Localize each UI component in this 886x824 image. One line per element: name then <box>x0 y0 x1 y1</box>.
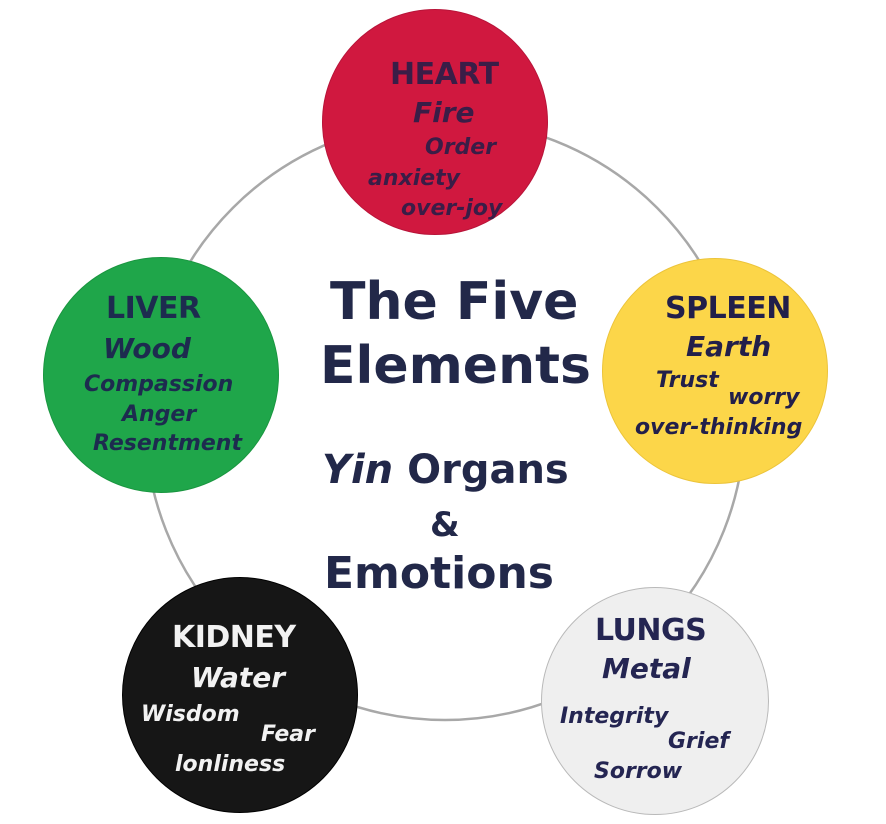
lungs-organ-label: LUNGS <box>595 613 707 648</box>
liver-node: LIVER Wood Compassion Anger Resentment <box>43 257 279 493</box>
subtitle-yin-organs: Yin Organs <box>322 450 569 490</box>
heart-element-label: Fire <box>413 96 475 129</box>
title-line-1: The Five <box>330 272 579 332</box>
heart-emotion-2: anxiety <box>368 166 461 191</box>
subtitle-ampersand: & <box>430 505 460 545</box>
subtitle-emotions: Emotions <box>324 548 554 599</box>
kidney-emotion-2: Fear <box>261 722 315 747</box>
spleen-emotion-2: worry <box>728 385 800 410</box>
lungs-element-label: Metal <box>602 652 691 685</box>
kidney-organ-label: KIDNEY <box>172 620 296 655</box>
spleen-node: SPLEEN Earth Trust worry over-thinking <box>602 258 828 484</box>
liver-emotion-2: Anger <box>122 402 197 427</box>
heart-emotion-3: over-joy <box>401 196 503 221</box>
liver-organ-label: LIVER <box>106 291 201 326</box>
liver-element-label: Wood <box>103 332 191 365</box>
subtitle-organs: Organs <box>407 447 569 493</box>
title-line-2: Elements <box>320 336 591 396</box>
spleen-emotion-3: over-thinking <box>635 415 803 440</box>
lungs-emotion-1: Integrity <box>560 704 669 729</box>
kidney-emotion-1: Wisdom <box>141 702 240 727</box>
kidney-element-label: Water <box>191 661 286 694</box>
heart-node: HEART Fire Order anxiety over-joy <box>322 9 548 235</box>
lungs-emotion-2: Grief <box>668 729 729 754</box>
heart-emotion-1: Order <box>425 135 497 160</box>
spleen-element-label: Earth <box>686 330 772 363</box>
subtitle-yin: Yin <box>322 447 394 493</box>
spleen-organ-label: SPLEEN <box>665 291 791 326</box>
kidney-emotion-3: lonliness <box>175 752 286 777</box>
lungs-emotion-3: Sorrow <box>594 759 683 784</box>
liver-emotion-1: Compassion <box>84 372 234 397</box>
lungs-node: LUNGS Metal Integrity Grief Sorrow <box>541 587 769 815</box>
kidney-node: KIDNEY Water Wisdom Fear lonliness <box>122 577 358 813</box>
liver-emotion-3: Resentment <box>93 431 242 456</box>
heart-organ-label: HEART <box>390 57 499 92</box>
spleen-emotion-1: Trust <box>656 368 719 393</box>
